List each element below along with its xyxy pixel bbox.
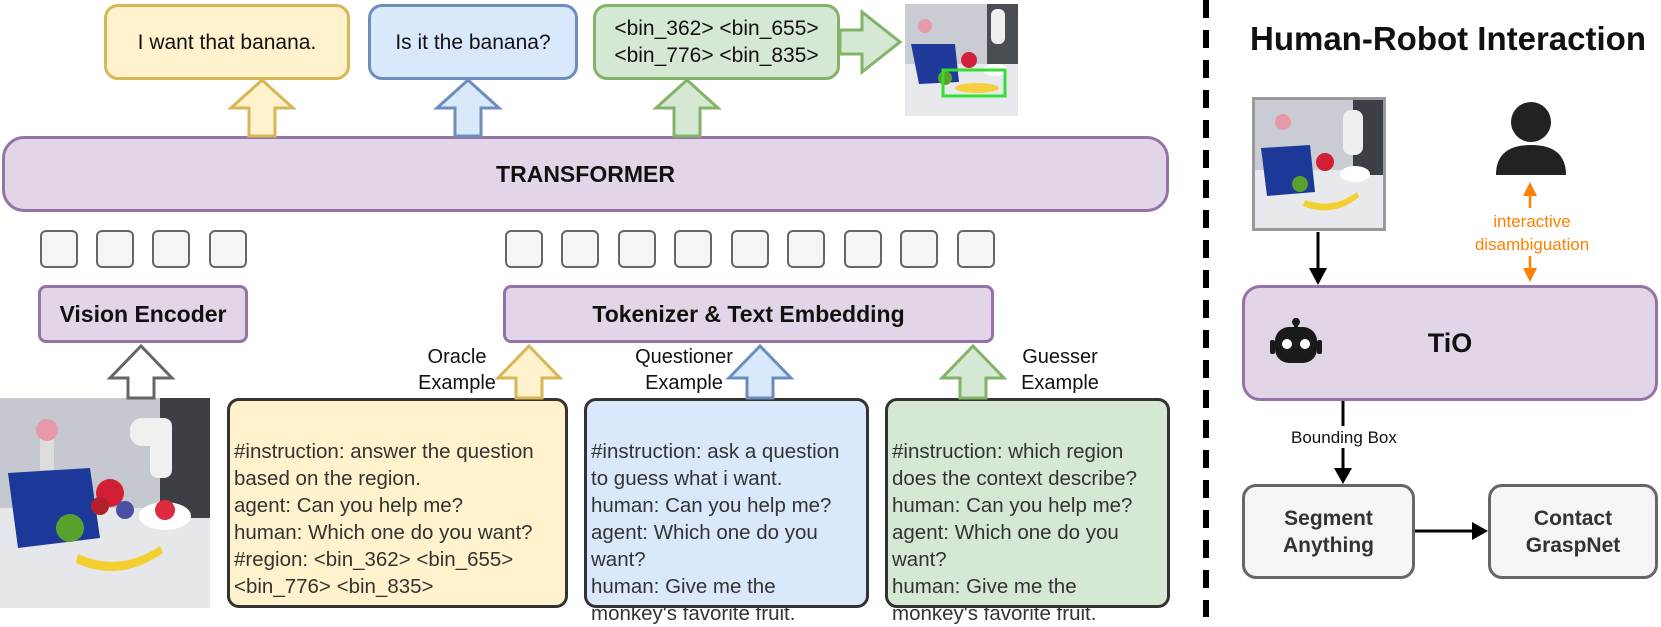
oracle-example-box: #instruction: answer the question based …: [227, 398, 568, 608]
text-token: [957, 230, 995, 268]
text-token: [731, 230, 769, 268]
guesser-example-box: #instruction: which region does the cont…: [885, 398, 1170, 625]
questioner-example-label: Questioner Example: [616, 344, 752, 396]
transformer-label: TRANSFORMER: [496, 160, 675, 187]
guesser-example-label-line1: Guesser: [1022, 346, 1098, 368]
text-token: [561, 230, 599, 268]
questioner-output-text: Is it the banana?: [395, 30, 551, 54]
guesser-example-label-line2: Example: [1021, 372, 1099, 394]
vision-encoder-block: Vision Encoder: [38, 285, 248, 343]
guesser-output-box: <bin_362> <bin_655> <bin_776> <bin_835>: [593, 4, 840, 80]
guesser-example-label: Guesser Example: [1000, 344, 1120, 396]
disambiguation-label-top: interactive disambiguation: [1465, 210, 1599, 256]
text-token: [674, 230, 712, 268]
guesser-output-line1: <bin_362> <bin_655>: [614, 17, 819, 40]
contact-line1: Contact: [1533, 506, 1613, 530]
vision-token: [40, 230, 78, 268]
oracle-output-arrow: [227, 77, 297, 138]
segment-anything-block: Segment Anything: [1242, 484, 1415, 579]
questioner-output-arrow: [433, 77, 503, 138]
contact-graspnet-block: Contact GraspNet: [1488, 484, 1658, 579]
hri-scene-photo: [1252, 97, 1386, 231]
segment-line1: Segment: [1284, 506, 1373, 530]
robot-icon: [1270, 318, 1322, 368]
guesser-output-arrow: [652, 77, 722, 138]
text-token: [900, 230, 938, 268]
text-token: [618, 230, 656, 268]
oracle-example-label-line2: Example: [418, 372, 496, 394]
text-token: [844, 230, 882, 268]
input-scene-photo: [0, 398, 210, 608]
transformer-block: TRANSFORMER: [2, 136, 1169, 212]
vision-token: [152, 230, 190, 268]
guesser-to-photo-arrow: [838, 8, 903, 76]
segment-line2: Anything: [1283, 533, 1374, 557]
tokenizer-block: Tokenizer & Text Embedding: [503, 285, 994, 343]
guesser-example-text: #instruction: which region does the cont…: [892, 440, 1138, 625]
oracle-example-text: #instruction: answer the question based …: [234, 440, 534, 598]
output-scene-photo: [905, 4, 1018, 116]
hri-title: Human-Robot Interaction: [1250, 20, 1646, 57]
tio-label: TiO: [1427, 327, 1473, 358]
photo-to-encoder-arrow: [106, 343, 176, 400]
contact-line2: GraspNet: [1525, 533, 1621, 557]
person-icon: [1494, 101, 1568, 175]
text-token: [505, 230, 543, 268]
guesser-example-arrow: [938, 343, 1008, 400]
text-token: [787, 230, 825, 268]
questioner-output-box: Is it the banana?: [368, 4, 578, 80]
questioner-example-label-line2: Example: [645, 372, 723, 394]
questioner-example-label-line1: Questioner: [635, 346, 733, 368]
section-divider: [1203, 0, 1209, 617]
vision-token: [96, 230, 134, 268]
bounding-box-label-top: Bounding Box: [1291, 428, 1397, 447]
questioner-example-text: #instruction: ask a question to guess wh…: [591, 440, 840, 625]
disambiguation-line2: disambiguation: [1474, 235, 1590, 254]
vision-token: [209, 230, 247, 268]
oracle-example-label-line1: Oracle: [427, 346, 487, 368]
oracle-output-text: I want that banana.: [137, 30, 317, 54]
disambiguation-line1: interactive: [1493, 212, 1571, 231]
questioner-example-box: #instruction: ask a question to guess wh…: [584, 398, 869, 625]
oracle-output-box: I want that banana.: [104, 4, 350, 80]
oracle-example-label: Oracle Example: [400, 344, 514, 396]
tokenizer-label: Tokenizer & Text Embedding: [592, 300, 905, 327]
vision-encoder-label: Vision Encoder: [59, 300, 227, 327]
guesser-output-line2: <bin_776> <bin_835>: [614, 44, 819, 67]
